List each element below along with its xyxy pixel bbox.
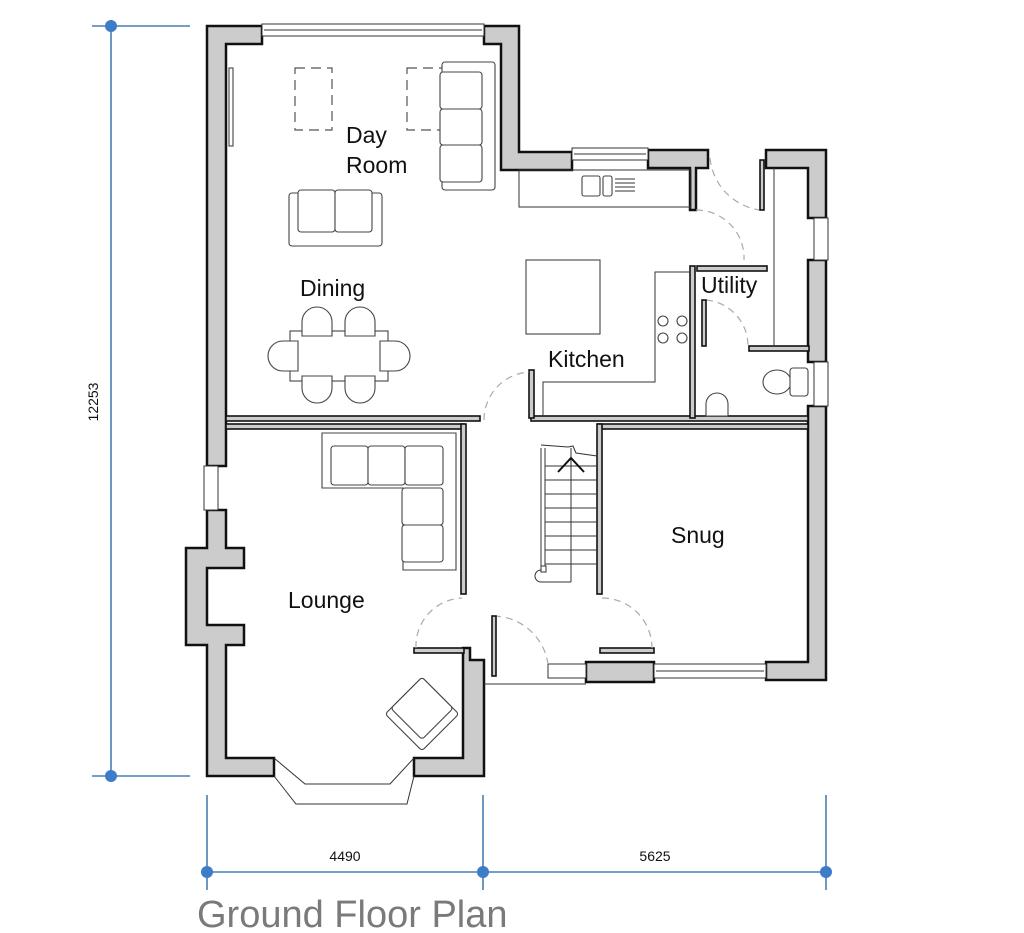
lounge-furniture bbox=[321, 432, 459, 751]
door-snug-swing bbox=[601, 597, 653, 649]
dimension-endpoint bbox=[820, 866, 832, 878]
windows bbox=[203, 23, 829, 679]
room-label-dining: Dining bbox=[300, 275, 365, 301]
hob-icon bbox=[657, 315, 688, 344]
room-label-utility: Utility bbox=[701, 272, 758, 298]
radiator bbox=[228, 67, 234, 147]
wc-fittings bbox=[705, 168, 809, 417]
worktop-l-shape bbox=[542, 271, 690, 416]
sofa-three-seat-icon bbox=[439, 61, 496, 191]
room-label-snug: Snug bbox=[671, 522, 725, 548]
window-hall bbox=[547, 663, 587, 679]
dining-table bbox=[289, 330, 389, 382]
drainer-icon bbox=[615, 178, 635, 192]
dining-furniture bbox=[267, 306, 411, 404]
sofa-two-seat-icon bbox=[288, 189, 383, 247]
kitchen-island bbox=[525, 259, 601, 335]
staircase bbox=[534, 444, 598, 583]
rug-outline bbox=[294, 67, 333, 131]
door-front-swing bbox=[493, 615, 549, 665]
chair-icon bbox=[267, 340, 299, 372]
window-wc bbox=[813, 361, 829, 407]
chair-icon bbox=[344, 375, 376, 404]
chair-icon bbox=[301, 306, 333, 337]
door-utility-swing bbox=[695, 209, 745, 261]
door-swings bbox=[415, 157, 765, 677]
worktop-top bbox=[518, 169, 692, 208]
toilet-icon bbox=[762, 369, 792, 395]
chair-icon bbox=[344, 306, 376, 337]
chair-icon bbox=[301, 375, 333, 404]
height-dimension-label: 12253 bbox=[85, 382, 101, 421]
room-label-kitchen: Kitchen bbox=[548, 346, 625, 372]
day-room-furniture bbox=[228, 61, 496, 247]
room-labels: Day Room Dining Kitchen Utility Lounge S… bbox=[288, 122, 758, 613]
armchair-icon bbox=[385, 677, 459, 751]
sink-icon bbox=[581, 175, 601, 197]
width-left-dimension-label: 4490 bbox=[329, 848, 360, 864]
dimension-endpoint bbox=[105, 770, 117, 782]
bay-window bbox=[273, 757, 415, 805]
width-right-dimension-label: 5625 bbox=[639, 848, 670, 864]
room-label-day-room-2: Room bbox=[346, 152, 407, 178]
rug-outline bbox=[406, 67, 445, 131]
dimension-endpoint bbox=[477, 866, 489, 878]
door-lounge-swing bbox=[415, 597, 463, 649]
exterior-walls bbox=[184, 24, 828, 778]
door-back-swing bbox=[709, 157, 761, 211]
window-lounge-side bbox=[203, 465, 219, 511]
room-label-day-room-1: Day bbox=[346, 122, 387, 148]
dimension-endpoint bbox=[201, 866, 213, 878]
room-label-lounge: Lounge bbox=[288, 587, 365, 613]
chair-icon bbox=[379, 340, 411, 372]
interior-walls bbox=[225, 265, 810, 654]
kitchen-fittings bbox=[518, 169, 692, 416]
basin-icon bbox=[705, 392, 729, 417]
door-wc-swing bbox=[705, 299, 749, 347]
plan-title: Ground Floor Plan bbox=[197, 894, 508, 933]
dimension-endpoint bbox=[105, 20, 117, 32]
vertical-dimension: 12253 bbox=[85, 20, 190, 782]
door-kitchen-swing bbox=[483, 371, 530, 421]
stair-direction-arrow-icon bbox=[557, 456, 585, 473]
window-utility bbox=[813, 217, 829, 261]
horizontal-dimension: 4490 5625 bbox=[201, 795, 832, 890]
